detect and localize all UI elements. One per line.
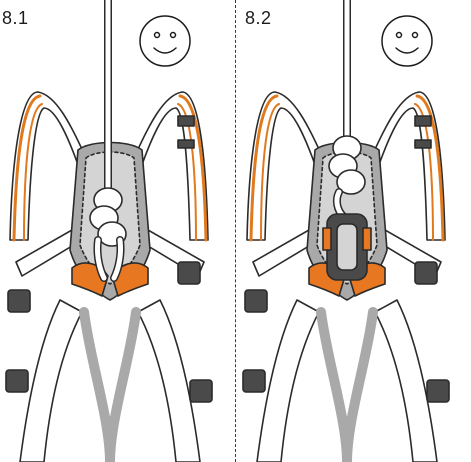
- buckle-icon: [8, 290, 30, 312]
- buckle-icon: [6, 370, 28, 392]
- buckle-icon: [427, 380, 449, 402]
- panel-8-2: 8.2: [237, 0, 471, 462]
- buckle-icon: [245, 290, 267, 312]
- buckle-icon: [243, 370, 265, 392]
- panel-label: 8.2: [245, 8, 272, 29]
- panel-8-1: 8.1: [0, 0, 234, 462]
- buckle-icon: [190, 380, 212, 402]
- smiley-face-icon: [382, 16, 432, 66]
- harness-illustration-knot: [0, 0, 234, 462]
- buckle-icon: [415, 262, 437, 284]
- panel-divider: [235, 0, 236, 462]
- locking-carabiner-icon: [323, 214, 371, 280]
- buckle-icon: [178, 262, 200, 284]
- left-leg-loop: [20, 300, 82, 462]
- left-leg-loop: [257, 300, 319, 462]
- panel-label: 8.1: [2, 8, 29, 29]
- smiley-face-icon: [140, 16, 190, 66]
- harness-illustration-carabiner: [237, 0, 471, 462]
